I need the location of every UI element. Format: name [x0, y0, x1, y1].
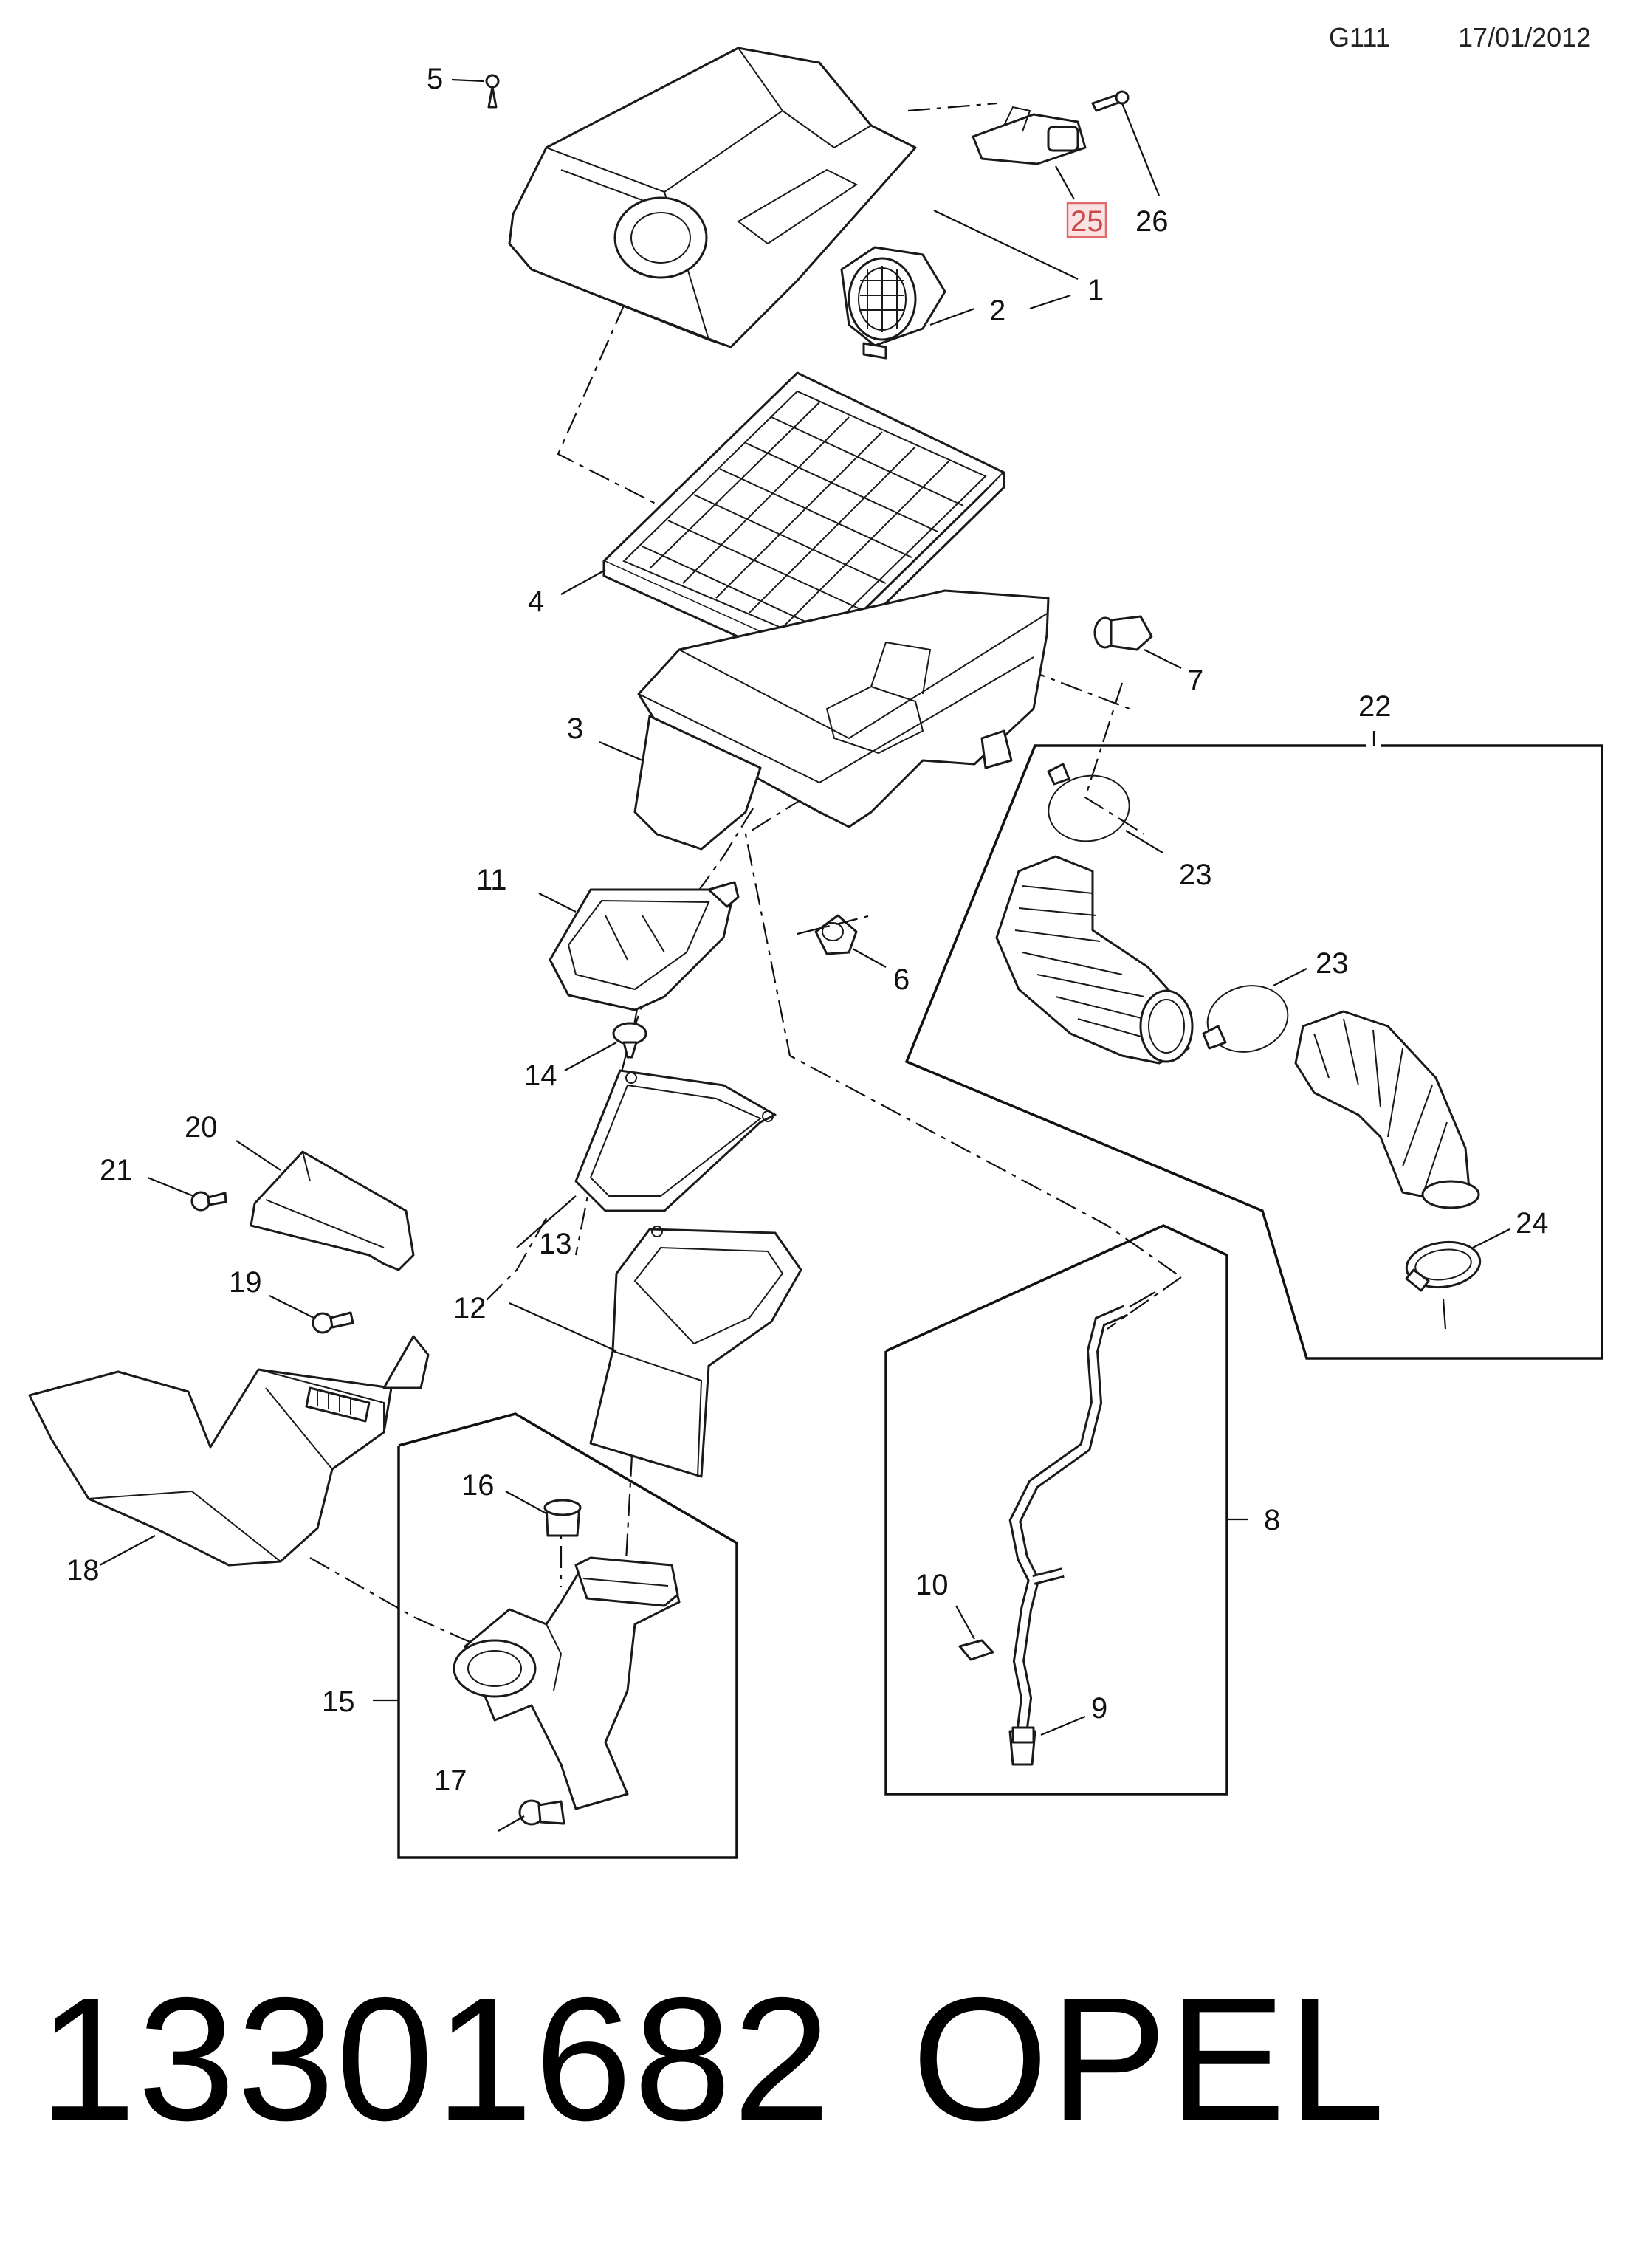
hose-clamp-part-23-lower — [1202, 985, 1289, 1053]
callout-25: 25 — [1070, 205, 1104, 238]
callout-19: 19 — [229, 1266, 262, 1299]
callout-21: 21 — [100, 1154, 133, 1186]
callout-26: 26 — [1135, 205, 1169, 238]
connector-part-9 — [1011, 1726, 1035, 1744]
diagram-code: G111 — [1329, 22, 1390, 52]
intake-resonator-part-15 — [453, 1556, 681, 1810]
callout-23-upper: 23 — [1179, 859, 1212, 891]
bracket-part-20 — [250, 1150, 415, 1271]
screw-part-5 — [485, 74, 500, 109]
callout-6: 6 — [893, 963, 910, 996]
part-number: 13301682 — [38, 1962, 832, 2157]
intake-temp-sensor-part — [972, 106, 1087, 165]
hose-clamp-part-24 — [1405, 1240, 1482, 1292]
callout-14: 14 — [524, 1059, 557, 1092]
callout-3: 3 — [567, 712, 583, 745]
callout-7: 7 — [1187, 664, 1203, 697]
callout-24: 24 — [1516, 1207, 1549, 1240]
callout-17: 17 — [434, 1764, 467, 1797]
plug-part-16 — [543, 1499, 582, 1537]
callout-16: 16 — [461, 1469, 495, 1502]
diagram-date: 17/01/2012 — [1458, 22, 1592, 52]
callout-15: 15 — [322, 1685, 355, 1718]
intake-duct-part-12 — [589, 1226, 802, 1478]
snorkel-part-18 — [28, 1335, 430, 1567]
callout-20: 20 — [185, 1111, 218, 1144]
hose-clamp-part-23-upper — [1047, 763, 1130, 842]
breather-pipe-part-8 — [1008, 1305, 1129, 1766]
air-cleaner-housing-part — [633, 589, 1050, 850]
callout-12: 12 — [453, 1292, 487, 1324]
seal-gasket-part-13 — [574, 1069, 777, 1212]
callout-1: 1 — [1087, 274, 1104, 306]
callout-11: 11 — [476, 864, 507, 896]
callout-2: 2 — [989, 295, 1005, 327]
bolt-part-19 — [312, 1311, 354, 1334]
group-box-8 — [884, 1224, 1228, 1796]
callout-23-lower: 23 — [1316, 947, 1349, 980]
callout-5: 5 — [427, 63, 443, 95]
clip-part-10 — [958, 1639, 994, 1661]
brand-name: OPEL — [912, 1962, 1386, 2157]
grommet-part-7 — [1093, 615, 1153, 651]
resonator-part-11 — [549, 881, 740, 1011]
air-cleaner-cover-part — [508, 47, 917, 348]
callout-4: 4 — [528, 585, 544, 618]
screw-part-21 — [190, 1191, 227, 1212]
clip-part-14 — [612, 1022, 647, 1059]
callout-22: 22 — [1358, 690, 1392, 723]
air-filter-element-part — [602, 371, 1005, 673]
grommet-part-17 — [518, 1799, 565, 1826]
screw-part-26 — [1091, 90, 1130, 112]
maf-sensor-part — [840, 246, 946, 360]
callout-18: 18 — [66, 1554, 100, 1587]
callout-13: 13 — [539, 1228, 572, 1260]
grommet-part-6 — [814, 914, 858, 955]
group-box-22 — [904, 744, 1603, 1360]
callout-25-highlight — [1066, 202, 1107, 238]
intake-hose-part-22 — [995, 855, 1480, 1209]
group-box-15 — [397, 1412, 738, 1859]
callout-8: 8 — [1264, 1504, 1280, 1536]
callout-9: 9 — [1091, 1692, 1107, 1725]
callout-10: 10 — [915, 1569, 949, 1601]
